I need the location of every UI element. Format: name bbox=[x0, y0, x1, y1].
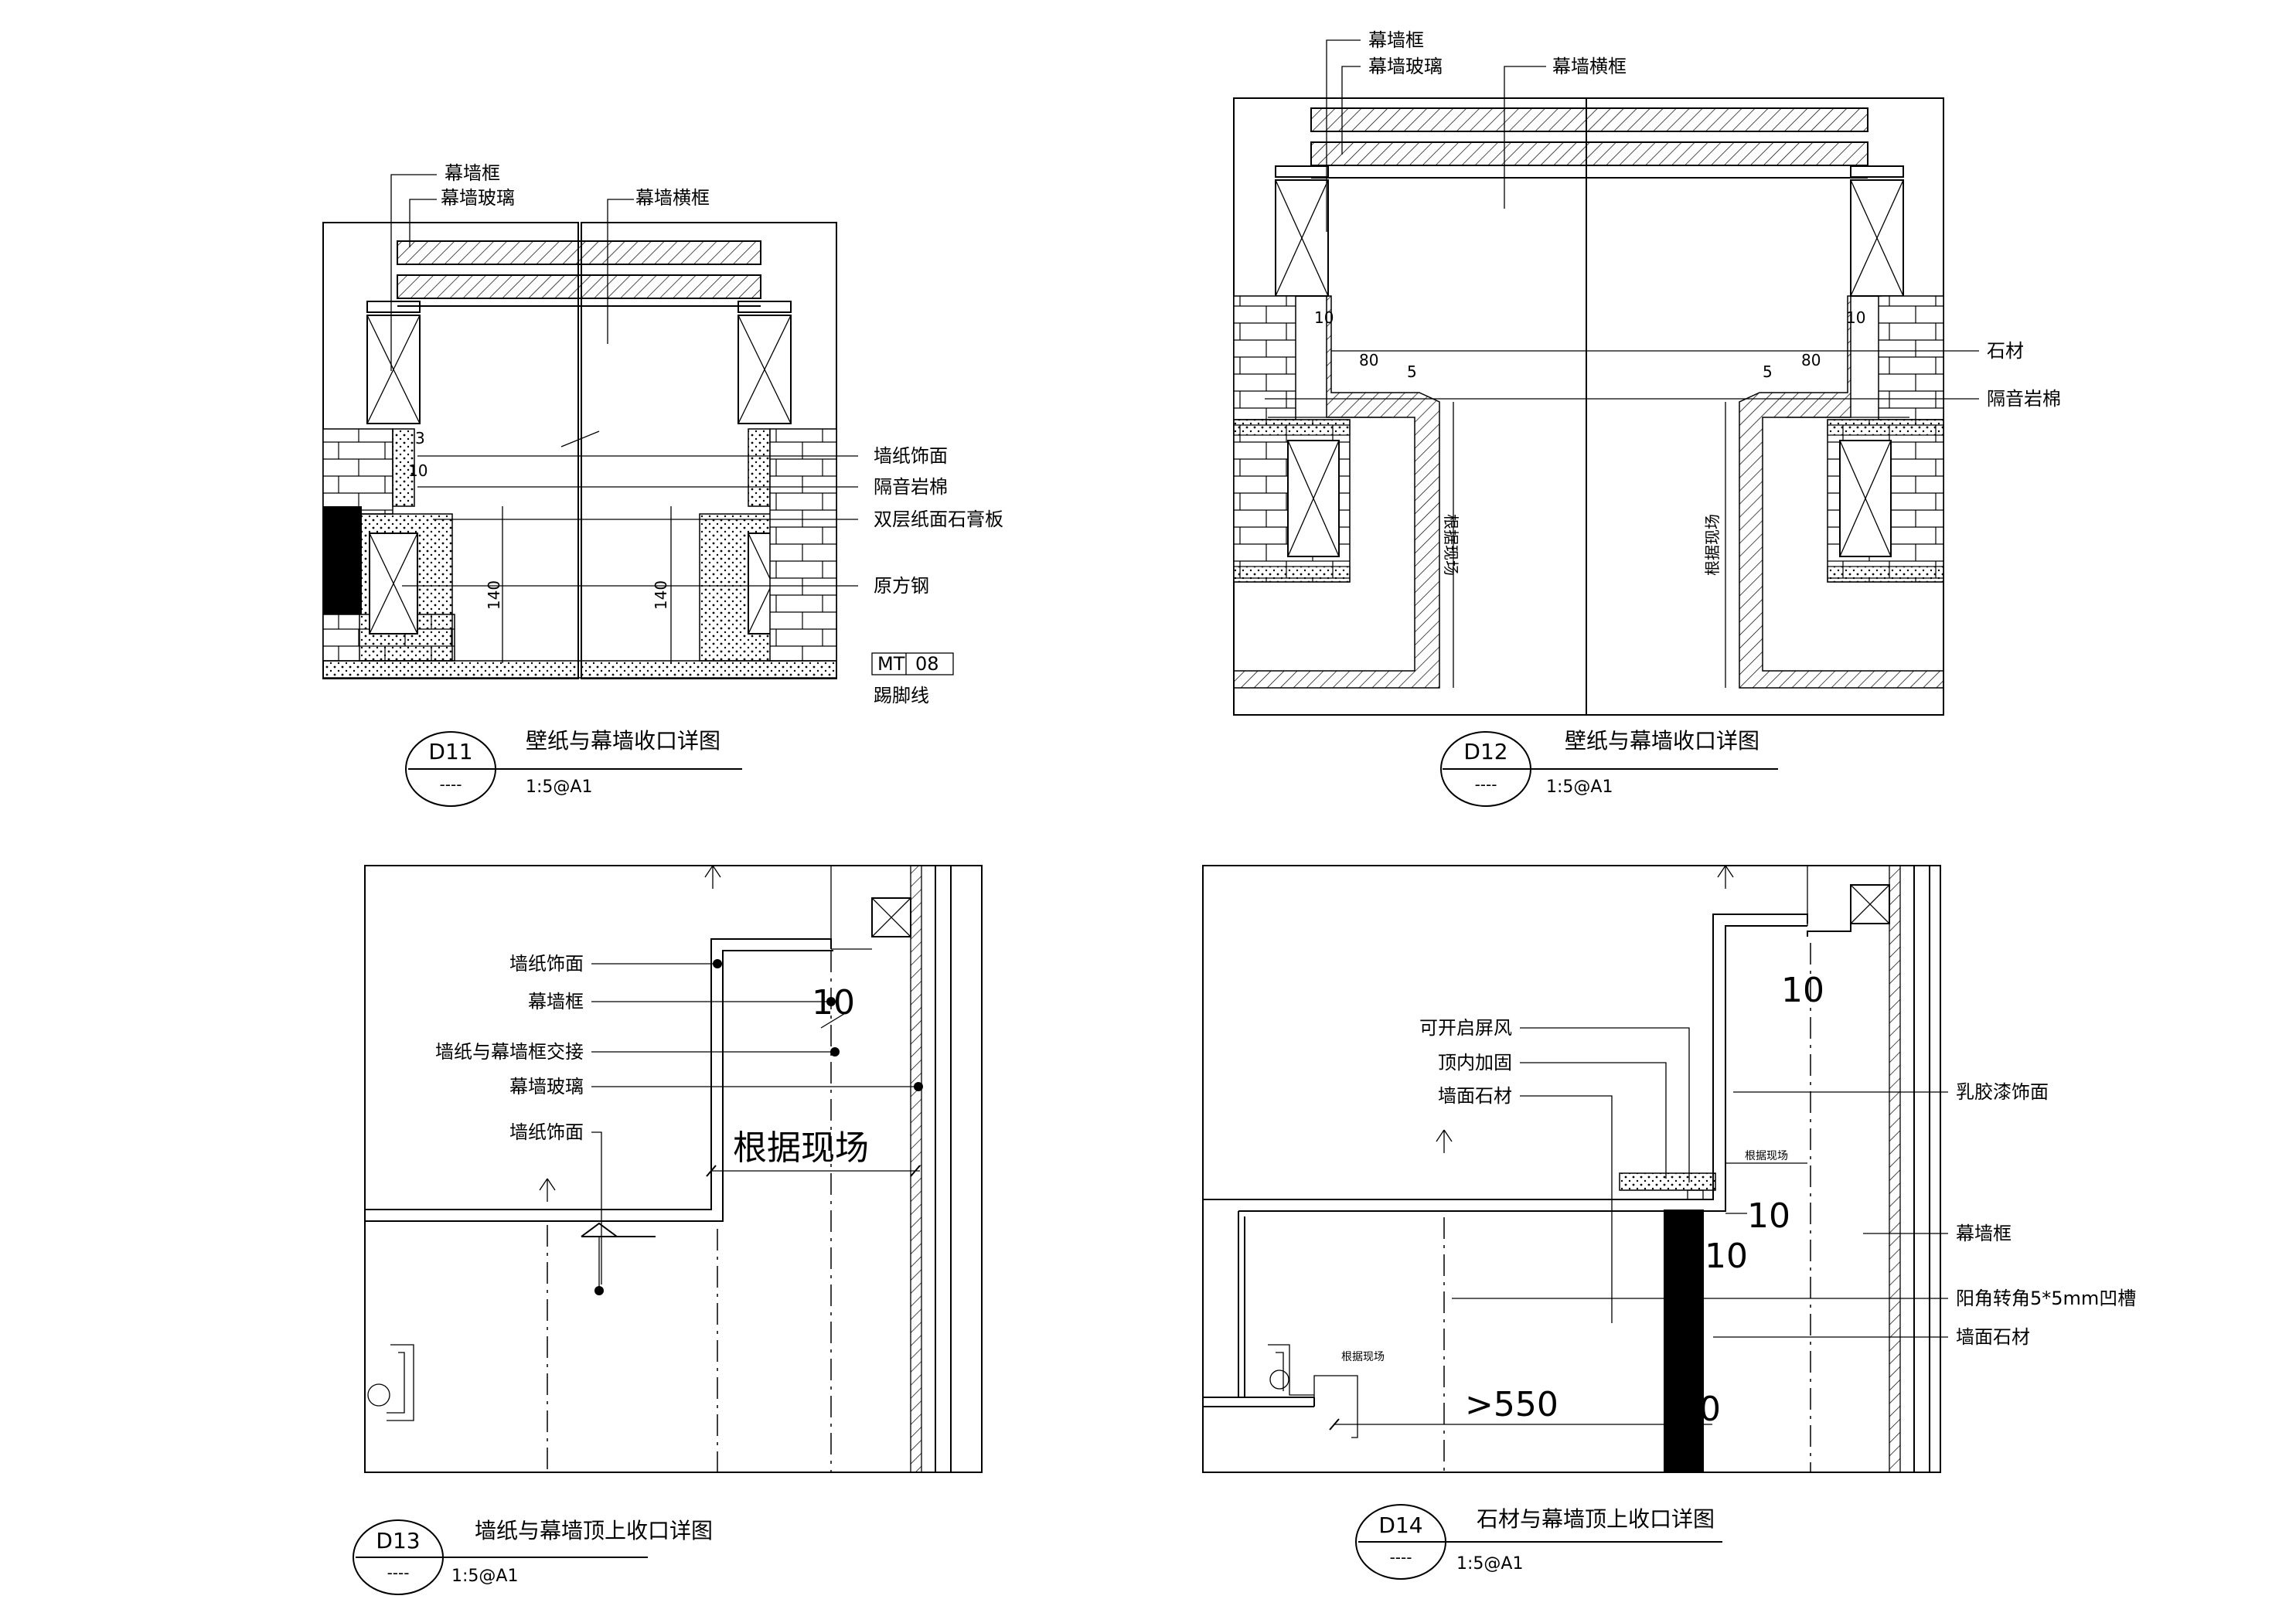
d14-id: D14 bbox=[1378, 1512, 1422, 1538]
d12-dim-5-left: 5 bbox=[1407, 362, 1417, 381]
d13-title: 墙纸与幕墙顶上收口详图 bbox=[475, 1518, 713, 1543]
d13-label-wallpaper: 墙纸饰面 bbox=[509, 953, 584, 975]
d12-label-glass: 幕墙玻璃 bbox=[1368, 56, 1443, 77]
d12-scale: 1:5@A1 bbox=[1546, 777, 1613, 797]
d13-label-glass: 幕墙玻璃 bbox=[509, 1076, 584, 1097]
d12-dim-80-right: 80 bbox=[1801, 351, 1821, 369]
detail-d14: 根据现场 根据现场 10 10 10 >550 80 可开启屏风 顶内加固 墙面… bbox=[1202, 865, 2136, 1580]
detail-d13: 根据现场 10 墙纸饰面 幕墙框 墙纸与幕墙框交接 幕墙玻璃 墙纸饰面 D13 … bbox=[353, 865, 983, 1595]
d13-ref: ---- bbox=[387, 1563, 410, 1582]
label-rockwool: 隔音岩棉 bbox=[874, 476, 948, 498]
d13-site-note: 根据现场 bbox=[733, 1128, 869, 1168]
d12-id: D12 bbox=[1463, 739, 1507, 764]
label-glass: 幕墙玻璃 bbox=[441, 187, 515, 209]
tag-mt: MT bbox=[877, 653, 905, 675]
d13-label-frame: 幕墙框 bbox=[528, 991, 584, 1012]
d11-scale: 1:5@A1 bbox=[526, 777, 592, 797]
d13-label-junction: 墙纸与幕墙框交接 bbox=[435, 1041, 584, 1063]
d14-label-screen: 可开启屏风 bbox=[1419, 1017, 1512, 1039]
dim-3: 3 bbox=[415, 429, 425, 447]
d12-dim-10-right: 10 bbox=[1846, 308, 1865, 327]
d11-title: 壁纸与幕墙收口详图 bbox=[526, 728, 720, 754]
label-gypsum: 双层纸面石膏板 bbox=[874, 509, 1003, 530]
d14-dim-550: >550 bbox=[1465, 1385, 1558, 1424]
d12-label-frame: 幕墙框 bbox=[1368, 29, 1424, 51]
d12-dim-10-left: 10 bbox=[1314, 308, 1334, 327]
d12-dim-80-left: 80 bbox=[1359, 351, 1378, 369]
label-skirting: 踢脚线 bbox=[874, 685, 929, 706]
d14-title: 石材与幕墙顶上收口详图 bbox=[1477, 1506, 1715, 1532]
d12-label-rockwool: 隔音岩棉 bbox=[1987, 388, 2061, 410]
d12-dim-5-right: 5 bbox=[1763, 362, 1773, 381]
d12-title: 壁纸与幕墙收口详图 bbox=[1565, 728, 1759, 754]
dim-140-left: 140 bbox=[485, 580, 503, 610]
d12-site-left: 根据现场 bbox=[1442, 514, 1460, 576]
d14-label-stone-right: 墙面石材 bbox=[1956, 1326, 2030, 1348]
label-transom: 幕墙横框 bbox=[635, 187, 710, 209]
d14-label-frame: 幕墙框 bbox=[1956, 1223, 2012, 1244]
d14-site-note-2: 根据现场 bbox=[1341, 1351, 1385, 1363]
d14-label-reinforce: 顶内加固 bbox=[1438, 1052, 1512, 1073]
d14-ref: ---- bbox=[1390, 1548, 1412, 1567]
tag-08: 08 bbox=[915, 653, 939, 675]
d14-label-stone-left: 墙面石材 bbox=[1438, 1085, 1512, 1107]
d14-scale: 1:5@A1 bbox=[1456, 1554, 1523, 1574]
d14-dim-80: 80 bbox=[1678, 1390, 1721, 1429]
d13-label-wallpaper-2: 墙纸饰面 bbox=[509, 1121, 584, 1143]
d13-scale: 1:5@A1 bbox=[451, 1567, 518, 1586]
d14-label-groove: 阳角转角5*5mm凹槽 bbox=[1956, 1288, 2136, 1309]
detail-d12: 根据现场 根据现场 10 80 5 10 80 5 幕墙框 幕墙玻璃 幕墙横框 … bbox=[1233, 29, 2061, 807]
d13-id: D13 bbox=[376, 1528, 420, 1553]
dim-10: 10 bbox=[408, 461, 428, 480]
dim-140-right: 140 bbox=[652, 580, 670, 610]
d14-dim-10-mid: 10 bbox=[1747, 1196, 1790, 1236]
d14-dim-10-low: 10 bbox=[1705, 1237, 1748, 1276]
label-steel: 原方钢 bbox=[874, 575, 929, 597]
d14-dim-10-top: 10 bbox=[1781, 971, 1824, 1010]
label-wallpaper: 墙纸饰面 bbox=[874, 445, 948, 467]
d14-site-note: 根据现场 bbox=[1745, 1150, 1788, 1162]
d11-ref: ---- bbox=[440, 775, 462, 794]
d12-ref: ---- bbox=[1475, 775, 1497, 794]
d12-label-stone: 石材 bbox=[1987, 340, 2024, 362]
d12-label-transom: 幕墙横框 bbox=[1552, 56, 1627, 77]
d14-label-latex: 乳胶漆饰面 bbox=[1956, 1081, 2049, 1103]
d12-site-right: 根据现场 bbox=[1703, 514, 1722, 576]
d11-id: D11 bbox=[428, 739, 472, 764]
detail-d11: 140 140 3 10 幕墙框 幕墙玻璃 幕墙横框 墙纸饰面 隔音岩棉 双层纸… bbox=[322, 162, 1003, 807]
label-frame: 幕墙框 bbox=[445, 162, 500, 184]
